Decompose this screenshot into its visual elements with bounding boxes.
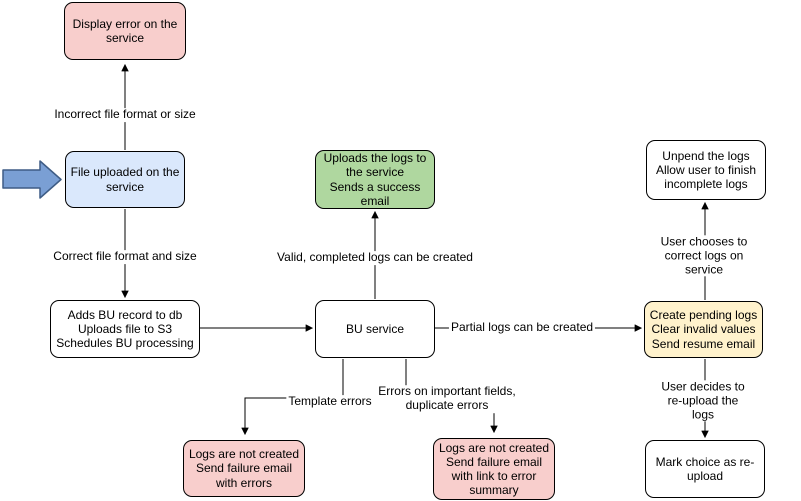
node-file-uploaded: File uploaded on the service	[65, 151, 185, 208]
edge-label-user-corrects: User chooses to correct logs on service	[655, 234, 753, 277]
edge-label-correct-format: Correct file format and size	[51, 249, 199, 264]
node-unpend-logs: Unpend the logs Allow user to finish inc…	[646, 140, 766, 200]
node-logs-not-created-errors: Logs are not created Send failure email …	[183, 440, 305, 497]
edge-label-incorrect-format: Incorrect file format or size	[52, 107, 198, 122]
edge-label-field-errors: Errors on important fields, duplicate er…	[376, 384, 518, 413]
node-bu-service: BU service	[315, 300, 435, 358]
edge-label-partial-logs: Partial logs can be created	[448, 320, 596, 335]
node-adds-bu-record: Adds BU record to db Uploads file to S3 …	[50, 300, 200, 358]
edge-label-valid-logs: Valid, completed logs can be created	[275, 250, 475, 265]
edge-label-user-reuploads: User decides to re-upload the logs	[654, 379, 752, 422]
node-display-error: Display error on the service	[64, 2, 186, 60]
node-mark-reupload: Mark choice as re- upload	[645, 440, 765, 498]
node-logs-not-created-summary: Logs are not created Send failure email …	[433, 438, 555, 500]
start-arrow-icon	[2, 160, 62, 199]
node-upload-logs-success: Uploads the logs to the service Sends a …	[315, 150, 435, 209]
node-create-pending-logs: Create pending logs Clear invalid values…	[644, 301, 763, 358]
edge-label-template-errors: Template errors	[286, 394, 374, 409]
